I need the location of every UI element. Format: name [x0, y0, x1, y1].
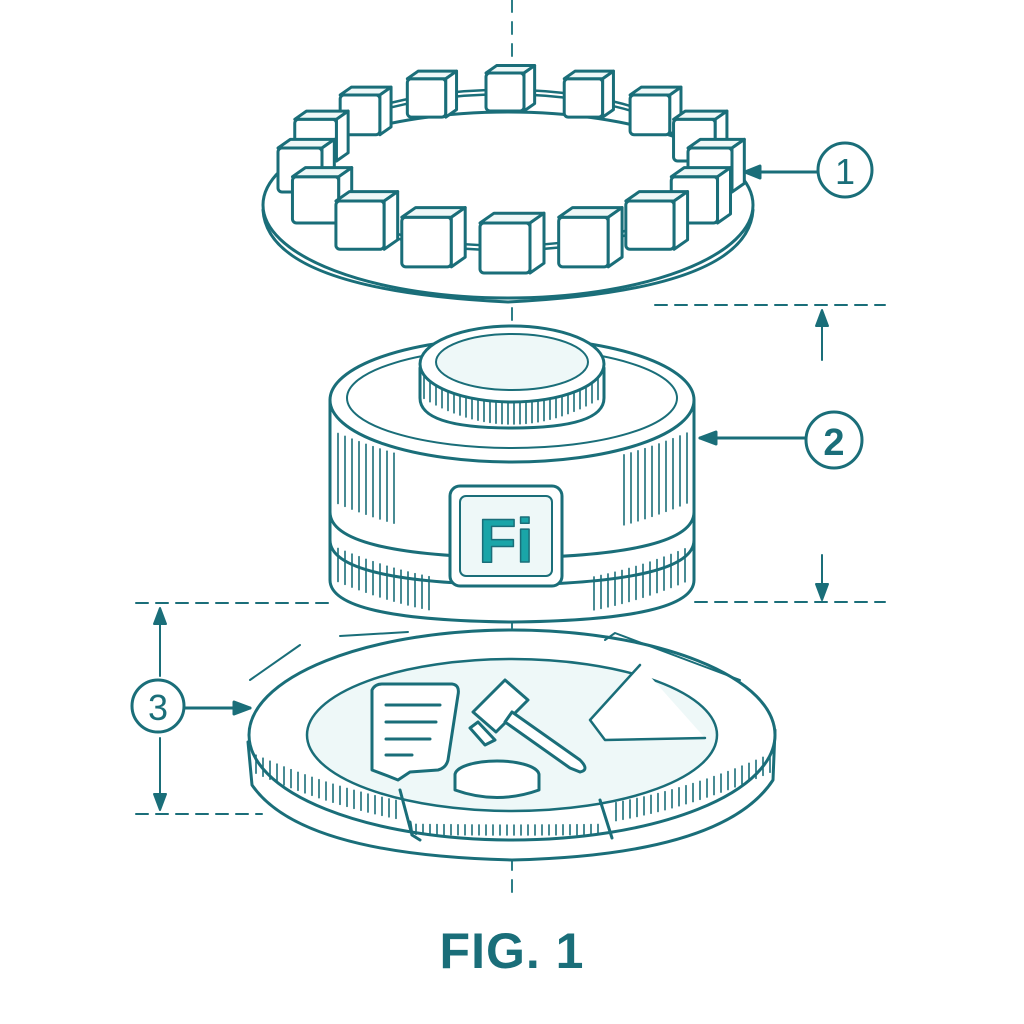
logo-text: Fi — [478, 507, 533, 576]
bead — [557, 206, 624, 269]
callout-1-circle — [816, 141, 874, 199]
callout-3-circle — [130, 678, 186, 734]
callout-3-label: 3 — [148, 687, 168, 728]
bead — [624, 190, 690, 251]
bead — [400, 206, 467, 269]
cylinder-band — [328, 510, 696, 587]
figure-caption: FIG. 1 — [439, 923, 585, 979]
document-icon — [370, 682, 460, 782]
ring-beads — [276, 64, 746, 275]
base-gap-right — [598, 798, 614, 840]
base-wedge — [588, 663, 707, 742]
bead — [562, 69, 615, 119]
callout-1-label: 1 — [835, 151, 855, 192]
callout-2-circle — [804, 410, 864, 470]
base-ribbing — [255, 753, 771, 836]
beaded-ring — [261, 64, 755, 304]
bead — [405, 69, 459, 119]
bead — [478, 211, 546, 275]
base-height-dimension — [135, 602, 331, 815]
bead — [628, 85, 683, 137]
cylinder-height-dimension — [654, 304, 886, 603]
segmented-base-disc — [246, 628, 777, 862]
base-gap-left — [398, 788, 422, 842]
cylinder-ribbing — [337, 432, 688, 611]
bead — [484, 64, 537, 113]
fi-logo: Fi — [448, 484, 564, 588]
bead — [334, 190, 400, 251]
bead — [338, 85, 393, 137]
callout-2-label: 2 — [823, 422, 844, 464]
gavel-icon — [453, 678, 587, 799]
central-cylinder: Fi — [328, 324, 696, 624]
